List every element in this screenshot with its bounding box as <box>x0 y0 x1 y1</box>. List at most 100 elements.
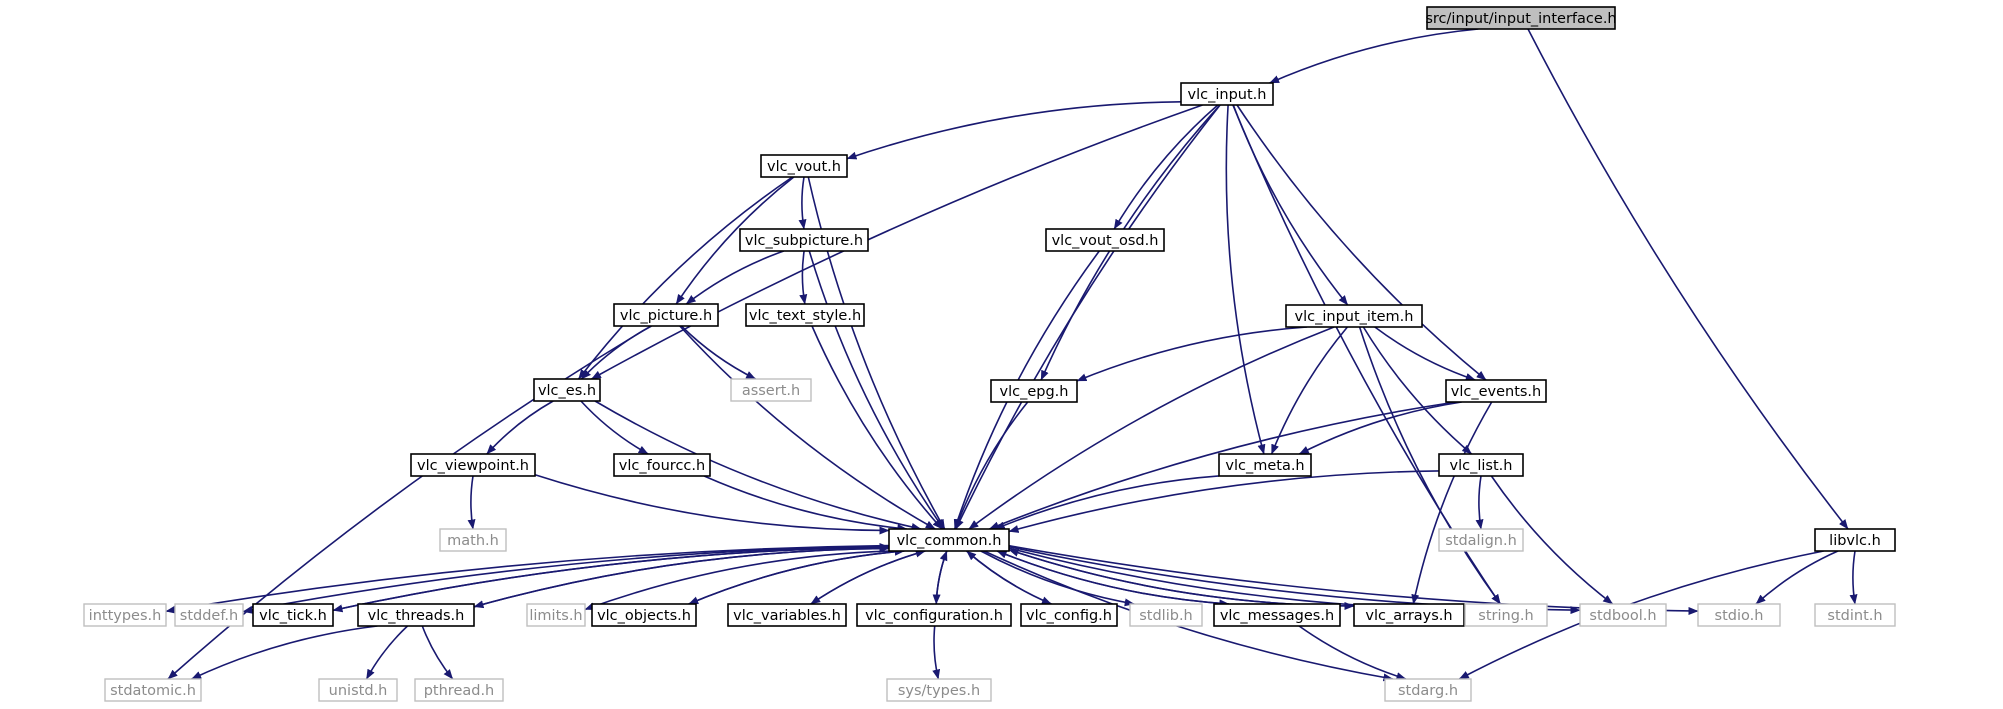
edge-vlc_threads-to-vlc_common <box>473 544 890 608</box>
node-box <box>1438 528 1524 552</box>
node-label: vlc_subpicture.h <box>745 233 863 249</box>
edge-vlc_events-to-vlc_arrays <box>1411 401 1493 605</box>
node-pthread: pthread.h <box>414 678 504 702</box>
edge-vlc_epg-to-vlc_common <box>954 401 1029 530</box>
node-label: assert.h <box>742 383 800 399</box>
node-label: vlc_meta.h <box>1225 458 1304 474</box>
node-box <box>1579 603 1667 627</box>
edge-vlc_common-to-stdarg <box>983 550 1394 682</box>
node-stdarg: stdarg.h <box>1384 678 1472 702</box>
node-label: sys/types.h <box>898 683 980 699</box>
node-vlc-subpicture[interactable]: vlc_subpicture.h <box>739 228 869 252</box>
edge-vlc_messages-to-stdarg <box>1298 625 1407 680</box>
edge-vlc_meta-to-vlc_common <box>994 475 1220 530</box>
node-stdlib: stdlib.h <box>1129 603 1203 627</box>
edge-libvlc-to-stdio <box>1755 550 1839 605</box>
node-label: vlc_fourcc.h <box>619 458 705 474</box>
node-vlc-tick[interactable]: vlc_tick.h <box>252 603 334 627</box>
node-box <box>745 303 865 327</box>
node-stdio: stdio.h <box>1697 603 1781 627</box>
node-label: math.h <box>447 533 499 549</box>
edge-vlc_picture-to-assert <box>680 325 757 380</box>
node-box <box>730 378 812 402</box>
node-label: vlc_epg.h <box>1000 384 1069 400</box>
node-label: stdbool.h <box>1589 608 1656 624</box>
node-vlc-common[interactable]: vlc_common.h <box>888 528 1010 552</box>
node-vlc-threads[interactable]: vlc_threads.h <box>357 603 475 627</box>
node-label: unistd.h <box>329 683 388 699</box>
node-vlc-config[interactable]: vlc_config.h <box>1020 603 1118 627</box>
edge-vlc_text_style-to-vlc_common <box>811 325 943 530</box>
edge-vlc_threads-to-stdatomic <box>191 625 378 680</box>
node-box <box>1426 6 1616 30</box>
node-vlc-picture[interactable]: vlc_picture.h <box>613 303 719 327</box>
node-input-interface[interactable]: src/input/input_interface.h <box>1425 6 1617 30</box>
edge-vlc_es-to-vlc_common <box>594 400 922 531</box>
node-vlc-vout[interactable]: vlc_vout.h <box>760 154 848 178</box>
node-vlc-variables[interactable]: vlc_variables.h <box>727 603 847 627</box>
node-label: vlc_input_item.h <box>1295 309 1414 325</box>
edge-vlc_common-to-stdbool <box>1008 545 1581 615</box>
node-stdalign: stdalign.h <box>1438 528 1524 552</box>
node-label: libvlc.h <box>1829 533 1881 549</box>
edge-input_interface-to-vlc_input <box>1269 28 1479 84</box>
node-vlc-messages[interactable]: vlc_messages.h <box>1213 603 1341 627</box>
node-vlc-text-style[interactable]: vlc_text_style.h <box>745 303 865 327</box>
edge-vlc_subpicture-to-vlc_text_style <box>799 250 808 305</box>
node-box <box>727 603 847 627</box>
node-box <box>1020 603 1118 627</box>
node-box <box>104 678 202 702</box>
dependency-edges <box>165 28 1858 682</box>
node-vlc-list[interactable]: vlc_list.h <box>1438 453 1524 477</box>
edge-vlc_vout-to-vlc_subpicture <box>798 176 807 230</box>
node-stddef: stddef.h <box>174 603 244 627</box>
node-unistd: unistd.h <box>318 678 398 702</box>
edge-vlc_messages-to-vlc_common <box>996 550 1229 605</box>
node-vlc-configuration[interactable]: vlc_configuration.h <box>856 603 1012 627</box>
node-label: vlc_events.h <box>1451 384 1541 400</box>
node-label: stdatomic.h <box>110 683 196 699</box>
node-label: vlc_es.h <box>538 383 596 399</box>
node-vlc-input-item[interactable]: vlc_input_item.h <box>1285 304 1423 328</box>
edge-vlc_subpicture-to-vlc_picture <box>685 250 785 305</box>
edge-vlc_common-to-inttypes <box>165 544 890 614</box>
node-box <box>174 603 244 627</box>
node-stdint: stdint.h <box>1814 603 1896 627</box>
node-vlc-meta[interactable]: vlc_meta.h <box>1218 453 1312 477</box>
edge-vlc_input-to-vlc_input_item <box>1232 104 1349 306</box>
node-label: stdalign.h <box>1445 533 1517 549</box>
node-inttypes: inttypes.h <box>83 603 167 627</box>
node-box <box>1180 82 1274 106</box>
node-box <box>613 453 711 477</box>
node-vlc-es[interactable]: vlc_es.h <box>533 378 601 402</box>
node-box <box>83 603 167 627</box>
edge-vlc_list-to-stdbool <box>1490 475 1614 605</box>
node-box <box>252 603 334 627</box>
node-label: vlc_config.h <box>1026 608 1112 624</box>
node-vlc-events[interactable]: vlc_events.h <box>1445 379 1547 403</box>
node-box <box>1285 304 1423 328</box>
node-vlc-vout-osd[interactable]: vlc_vout_osd.h <box>1045 228 1165 252</box>
node-box <box>410 453 536 477</box>
node-vlc-objects[interactable]: vlc_objects.h <box>591 603 697 627</box>
edge-vlc_input_item-to-vlc_meta <box>1270 326 1349 455</box>
node-sys-types: sys/types.h <box>886 678 992 702</box>
edge-vlc_input_item-to-vlc_events <box>1374 326 1476 381</box>
node-vlc-fourcc[interactable]: vlc_fourcc.h <box>613 453 711 477</box>
node-box <box>1384 678 1472 702</box>
edge-vlc_common-to-stddef <box>242 545 890 614</box>
node-vlc-input[interactable]: vlc_input.h <box>1180 82 1274 106</box>
node-label: stddef.h <box>180 608 238 624</box>
node-libvlc[interactable]: libvlc.h <box>1814 528 1896 552</box>
edge-vlc_variables-to-vlc_common <box>810 549 926 605</box>
edge-vlc_configuration-to-vlc_common <box>935 550 948 605</box>
node-label: string.h <box>1478 608 1533 624</box>
node-label: vlc_tick.h <box>259 608 327 624</box>
node-vlc-epg[interactable]: vlc_epg.h <box>990 379 1078 403</box>
node-vlc-arrays[interactable]: vlc_arrays.h <box>1353 603 1465 627</box>
edge-vlc_viewpoint-to-vlc_common <box>534 474 890 535</box>
edge-vlc_fourcc-to-vlc_common <box>703 475 908 533</box>
node-vlc-viewpoint[interactable]: vlc_viewpoint.h <box>410 453 536 477</box>
edge-vlc_vout-to-vlc_picture <box>675 176 795 305</box>
edge-vlc_input-to-vlc_vout_osd <box>1113 104 1219 230</box>
